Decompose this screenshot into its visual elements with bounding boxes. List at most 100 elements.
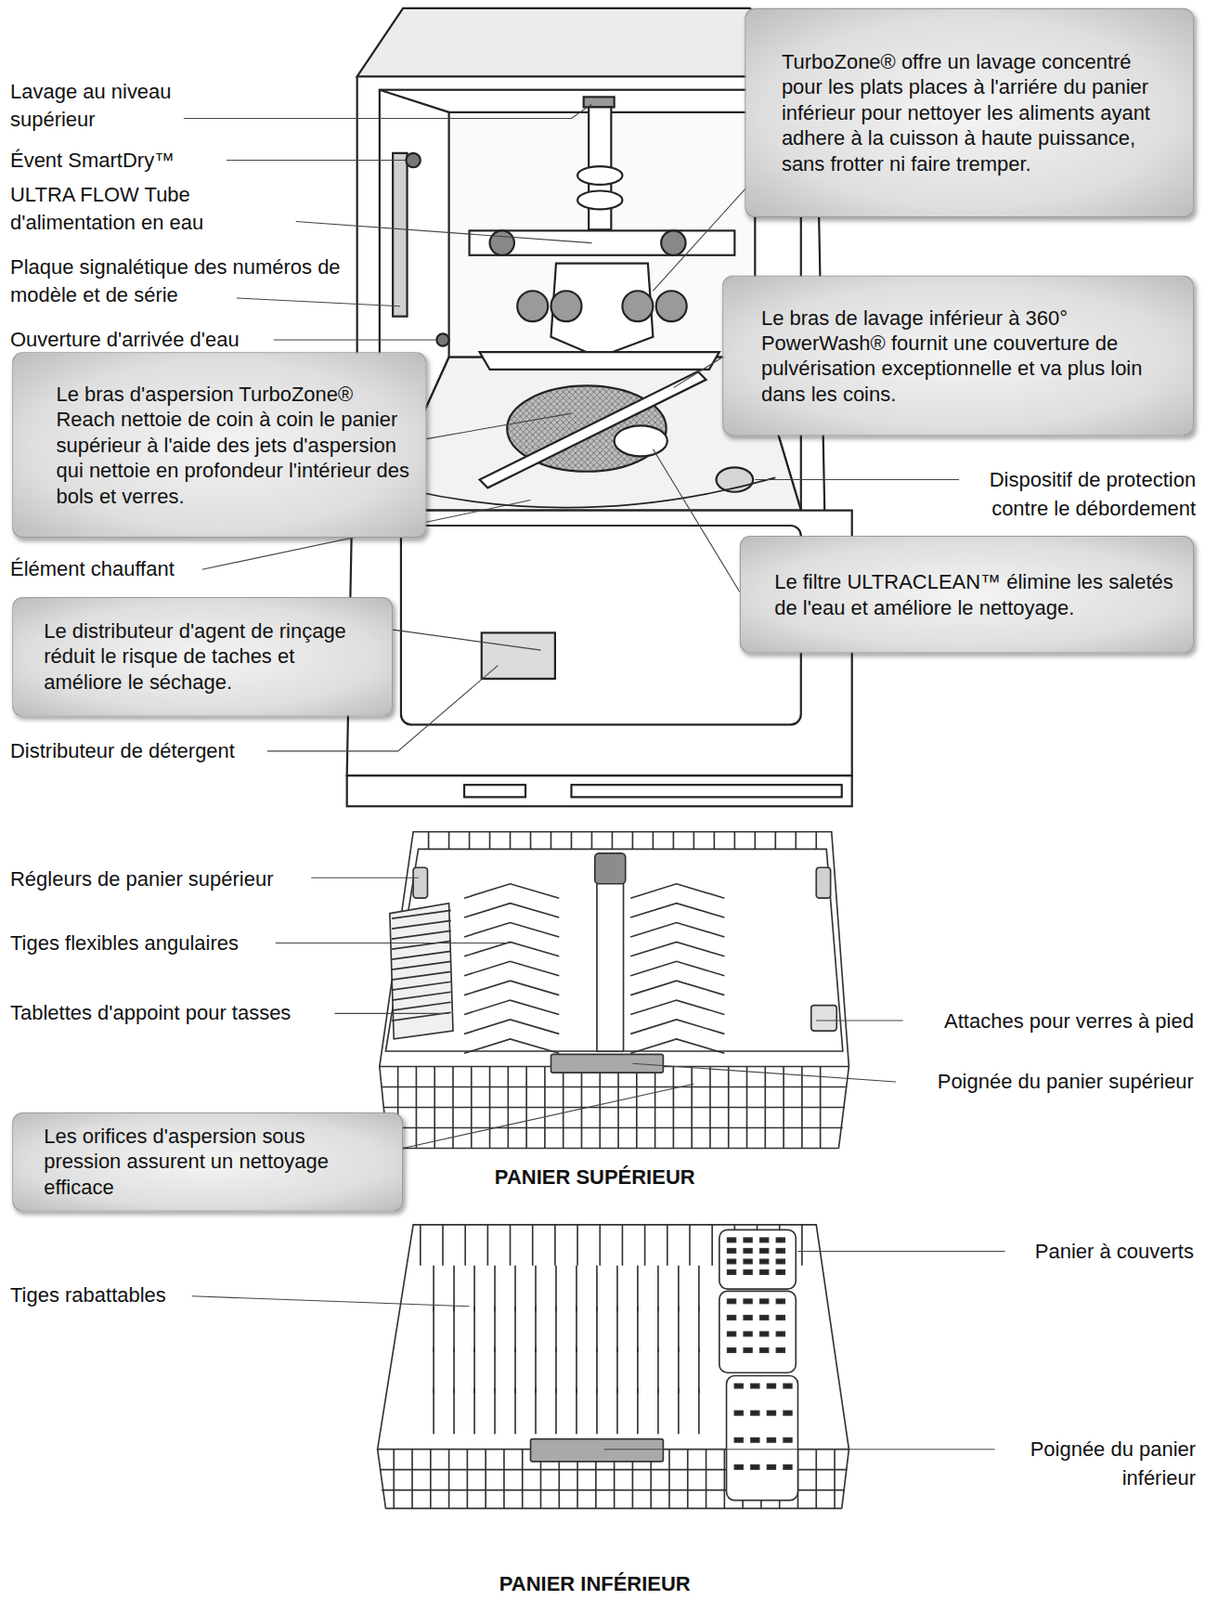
cutlery-slot	[776, 1298, 785, 1303]
cutlery-slot	[766, 1410, 776, 1414]
panel-slot	[570, 784, 842, 797]
basket-wire	[591, 831, 594, 850]
cutlery-slot	[734, 1438, 743, 1442]
callout-text: TurboZone® offre un lavage concentré pou…	[781, 49, 1178, 177]
part-label: Tablettes d'appoint pour tasses	[10, 997, 348, 1027]
cutlery-slot	[743, 1331, 752, 1335]
basket-wire	[652, 831, 655, 850]
angled-tine	[630, 883, 725, 898]
fold-down-tine	[698, 1265, 700, 1311]
cutlery-slot	[783, 1410, 792, 1414]
cutlery-slot	[727, 1248, 737, 1253]
basket-wire	[815, 1449, 817, 1509]
basket-wire	[411, 1449, 414, 1509]
fold-down-tine	[596, 1265, 598, 1311]
fold-down-tine	[432, 1347, 435, 1393]
fold-down-tine	[493, 1306, 496, 1352]
fold-down-tine	[432, 1306, 435, 1352]
angled-tine	[630, 960, 725, 975]
cutlery-slot	[727, 1315, 737, 1320]
leader-line	[273, 338, 438, 340]
fold-down-tine	[616, 1265, 619, 1311]
basket-wire	[632, 831, 635, 850]
basket-wire	[503, 1449, 506, 1509]
fold-down-tine	[657, 1265, 660, 1311]
angled-tine	[464, 1038, 559, 1053]
cutlery-slot	[776, 1248, 785, 1253]
fold-down-tine	[514, 1306, 517, 1352]
cutlery-slot	[776, 1258, 785, 1263]
cutlery-slot	[727, 1269, 737, 1274]
cutlery-slot	[743, 1258, 752, 1263]
callout-box: Le bras d'aspersion TurboZone® Reach net…	[12, 351, 427, 538]
basket-wire	[509, 831, 512, 850]
fold-down-tine	[453, 1347, 455, 1393]
cutlery-slot	[727, 1331, 737, 1335]
fold-down-tine	[596, 1347, 598, 1393]
angled-tine	[464, 980, 559, 995]
manifold-plate	[479, 351, 720, 370]
basket-wire	[724, 1449, 726, 1509]
part-label: Évent SmartDry™	[10, 145, 246, 175]
callout-text: Les orifices d'aspersion sous pression a…	[43, 1123, 387, 1200]
basket-wire	[598, 1224, 601, 1266]
heating-element	[408, 477, 777, 507]
basket-handle	[550, 1053, 663, 1073]
basket-rim	[379, 831, 850, 1067]
basket-wire	[392, 1449, 395, 1509]
basket-wire	[815, 831, 817, 850]
cup-shelf-slat	[391, 940, 452, 949]
basket-wire	[530, 831, 532, 850]
basket-wire	[489, 831, 492, 850]
side-rail	[392, 153, 407, 317]
cutlery-slot	[766, 1383, 776, 1387]
fold-down-tine	[555, 1265, 558, 1311]
leader-line	[652, 449, 739, 593]
lower-spray-arm	[479, 371, 707, 488]
fold-down-tine	[657, 1387, 660, 1434]
fold-down-tine	[657, 1306, 660, 1352]
fold-down-tine	[657, 1347, 660, 1393]
fold-down-tine	[677, 1306, 680, 1352]
basket-wire	[711, 1224, 713, 1266]
basket-wire	[794, 831, 797, 850]
leader-line	[392, 629, 541, 650]
cutlery-slot	[760, 1248, 769, 1253]
basket-wire	[468, 831, 471, 850]
fold-down-tine	[616, 1347, 619, 1393]
tube-port	[660, 230, 686, 255]
water-tube	[469, 230, 736, 255]
part-label: Poignée du panier supérieur	[897, 1066, 1194, 1096]
part-label: Ouverture d'arrivée d'eau	[10, 324, 286, 354]
angled-tine	[630, 980, 725, 995]
cup-shelf-slat	[391, 971, 452, 980]
fold-down-tine	[616, 1387, 619, 1434]
cutlery-slot	[751, 1410, 760, 1414]
leader-line	[673, 357, 723, 389]
basket-wire	[554, 1224, 557, 1266]
basket-wire	[429, 1449, 432, 1509]
part-label: Régleurs de panier supérieur	[10, 864, 317, 894]
angled-tine	[630, 1019, 725, 1034]
cutlery-slot	[751, 1438, 760, 1442]
part-label: Tiges flexibles angulaires	[10, 928, 281, 958]
part-label: Panier à couverts	[999, 1236, 1194, 1266]
fold-down-tine	[514, 1387, 517, 1434]
cutlery-slot	[760, 1269, 769, 1274]
angled-tine	[464, 883, 559, 898]
turbozone-manifold	[550, 263, 653, 353]
angled-tine	[464, 960, 559, 975]
basket-wire	[668, 1449, 671, 1509]
basket-wire	[801, 1224, 804, 1266]
leader-line	[604, 1448, 996, 1450]
fold-down-tine	[698, 1387, 700, 1434]
callout-box: Le bras de lavage inférieur à 360° Power…	[722, 275, 1194, 437]
angled-tine	[464, 1019, 559, 1034]
cutlery-slot	[760, 1315, 769, 1320]
angled-tine	[464, 941, 559, 956]
callout-text: Le bras d'aspersion TurboZone® Reach net…	[55, 381, 410, 509]
leader-line	[426, 413, 571, 439]
basket-rim	[385, 848, 843, 1051]
basket-wire	[753, 831, 756, 850]
